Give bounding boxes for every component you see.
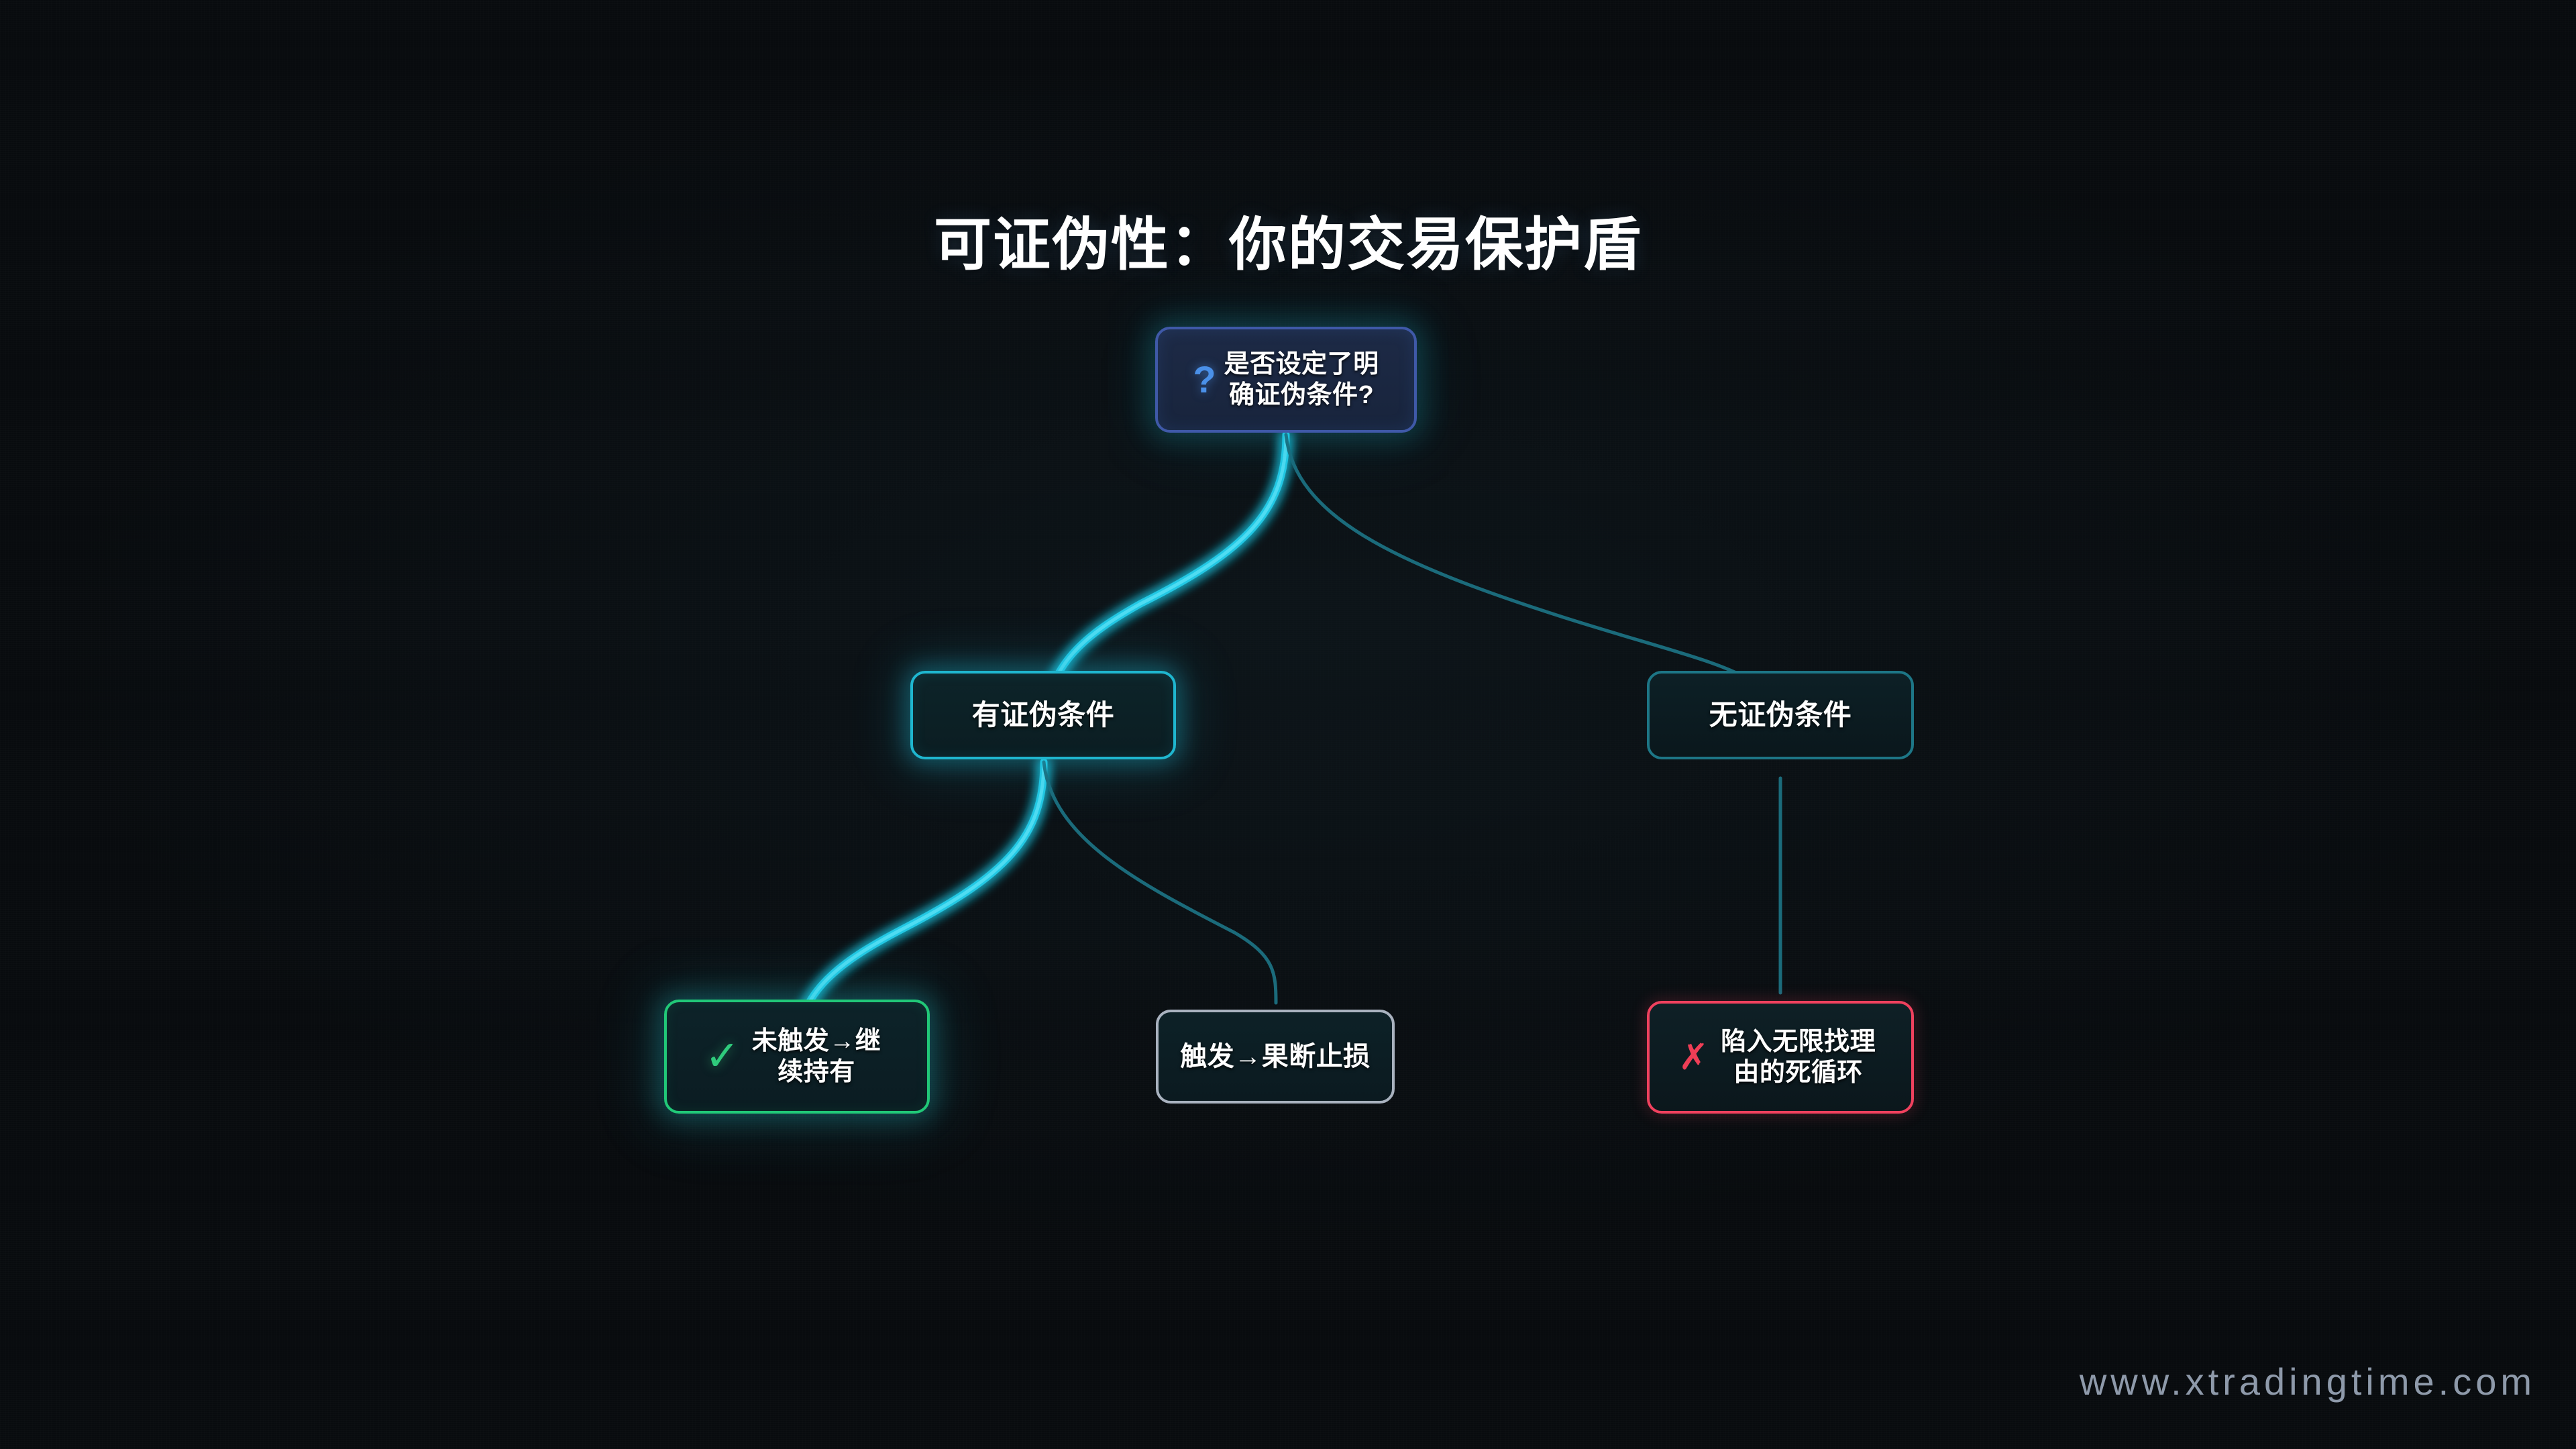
node-dead-loop-label: 陷入无限找理 由的死循环 [1721, 1027, 1876, 1087]
node-hold-position-label: 未触发→继 续持有 [751, 1026, 881, 1086]
node-hold-position[interactable]: ✓ 未触发→继 续持有 [664, 1000, 930, 1114]
check-mark-icon: ✓ [704, 1033, 740, 1079]
node-dead-loop[interactable]: ✗ 陷入无限找理 由的死循环 [1647, 1001, 1914, 1114]
node-has-condition[interactable]: 有证伪条件 [910, 671, 1176, 759]
edge-has-condition-to-hold-core [795, 760, 1046, 1052]
node-no-condition-label: 无证伪条件 [1709, 699, 1852, 731]
page-title: 可证伪性：你的交易保护盾 [934, 213, 1642, 277]
node-stop-loss-label: 触发→果断止损 [1180, 1041, 1371, 1071]
node-root-question[interactable]: ? 是否设定了明 确证伪条件? [1155, 327, 1417, 433]
question-mark-icon: ? [1193, 358, 1216, 400]
edge-has-condition-to-stop-loss [1042, 760, 1278, 1005]
node-has-condition-label: 有证伪条件 [971, 699, 1115, 731]
node-root-label: 是否设定了明 确证伪条件? [1224, 350, 1379, 409]
cross-mark-icon: ✗ [1678, 1037, 1709, 1077]
node-stop-loss[interactable]: 触发→果断止损 [1156, 1010, 1395, 1104]
node-no-condition[interactable]: 无证伪条件 [1647, 671, 1914, 759]
site-watermark: www.xtradingtime.com [2079, 1360, 2536, 1403]
